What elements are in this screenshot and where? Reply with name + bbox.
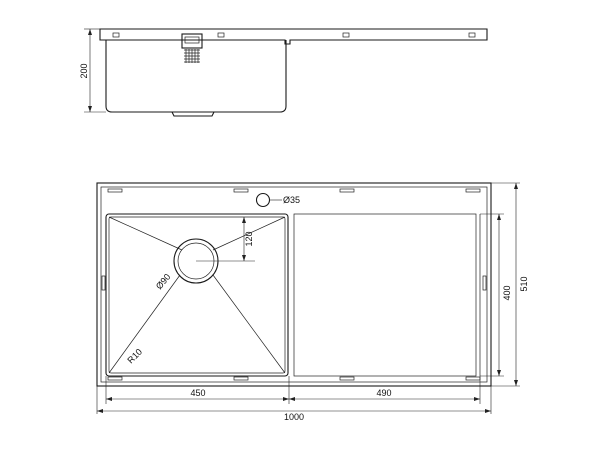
- total-depth-label: 510: [519, 276, 529, 291]
- drain-offset-label: 120: [244, 231, 254, 246]
- plan-view: Ø35 120 Ø90 R10: [96, 182, 529, 422]
- tap-fitting: [181, 33, 203, 49]
- side-view-clip: [217, 32, 225, 38]
- tap-fitting-inner: [184, 36, 200, 44]
- side-view-bowl: [105, 40, 287, 113]
- drainboard-outline: [293, 213, 477, 377]
- corner-radius-label: R10: [125, 347, 144, 366]
- side-view-clip: [342, 32, 350, 38]
- side-view-drain: [171, 111, 215, 117]
- drainboard-depth-label: 400: [502, 285, 512, 300]
- tap-hole-label: Ø35: [283, 195, 300, 205]
- bowl-width-label: 450: [190, 388, 205, 398]
- drainboard-width-label: 490: [376, 388, 391, 398]
- side-view-rim: [99, 28, 488, 45]
- side-view-clip: [468, 32, 476, 38]
- total-width-label: 1000: [284, 412, 304, 422]
- side-view-clip: [112, 32, 120, 38]
- tap-fitting-grid: [184, 49, 200, 63]
- height-label: 200: [79, 63, 89, 78]
- bowl-grooves: [108, 216, 286, 374]
- drainboard-depth-dimension: [480, 213, 504, 377]
- drain-diameter-label: Ø90: [154, 272, 173, 291]
- bowl-outline: [105, 213, 289, 377]
- sink-outline: [96, 182, 492, 387]
- bowl-inner-outline: [108, 216, 286, 374]
- side-view: 200: [79, 28, 488, 117]
- total-depth-dimension: [491, 182, 520, 387]
- mounting-clips: [101, 188, 487, 381]
- sink-inner-outline: [100, 186, 488, 383]
- tap-hole: [255, 192, 271, 208]
- height-dimension: [84, 28, 106, 113]
- drain-offset-dimension: [196, 217, 255, 262]
- width-dimensions: [96, 376, 492, 414]
